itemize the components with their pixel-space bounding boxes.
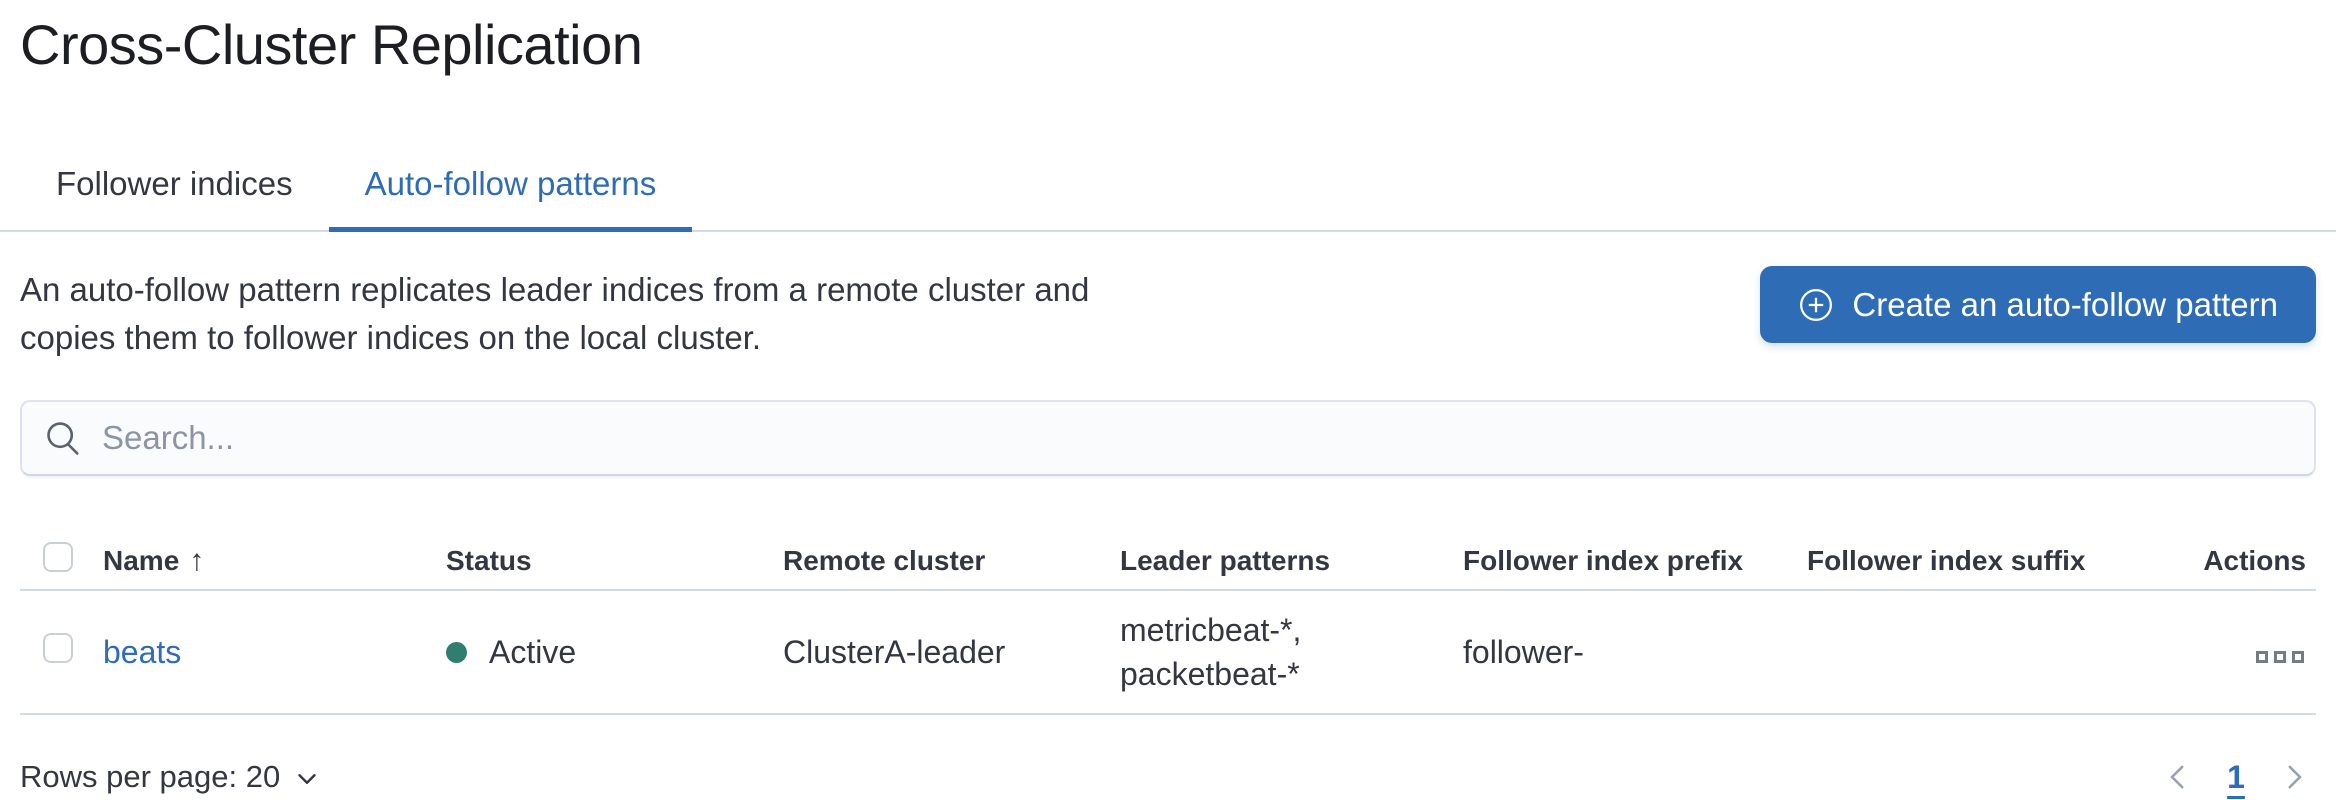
- row-actions-button boxes-horizontal-icon[interactable]: [2254, 645, 2306, 669]
- rows-per-page-button[interactable]: Rows per page: 20: [20, 751, 322, 800]
- column-header-actions: Actions: [2203, 544, 2306, 576]
- page-title: Cross-Cluster Replication: [20, 13, 643, 76]
- create-auto-follow-pattern-button[interactable]: Create an auto-follow pattern: [1760, 266, 2316, 343]
- column-header-follower-index-suffix: Follower index suffix: [1807, 544, 2086, 576]
- tab-bar: Follower indices Auto-follow patterns: [0, 140, 2336, 232]
- search-icon: [44, 419, 82, 457]
- table-header-row: Name ↑ Status Remote cluster Leader patte…: [20, 532, 2316, 591]
- page-1-button[interactable]: 1: [2214, 753, 2258, 800]
- plus-in-circle-icon: [1798, 287, 1834, 323]
- column-header-leader-patterns: Leader patterns: [1120, 544, 1331, 576]
- auto-follow-patterns-table: Name ↑ Status Remote cluster Leader patte…: [0, 532, 2336, 715]
- cell-actions: [2144, 634, 2316, 671]
- select-all-checkbox[interactable]: [43, 542, 73, 572]
- rows-per-page-label: Rows per page: 20: [20, 759, 281, 794]
- page-description: An auto-follow pattern replicates leader…: [20, 271, 1090, 356]
- previous-page-button chevron-left-icon[interactable]: [2156, 753, 2200, 800]
- cell-leader-patterns: metricbeat-*, packetbeat-*: [1120, 612, 1302, 692]
- row-checkbox[interactable]: [43, 633, 73, 663]
- next-page-button chevron-right-icon[interactable]: [2272, 753, 2316, 800]
- pagination: 1: [2156, 753, 2316, 800]
- row-select-cell: [20, 633, 95, 671]
- column-header-status: Status: [446, 544, 532, 576]
- sort-ascending-arrow-icon: ↑: [189, 543, 205, 577]
- tab-auto-follow-patterns[interactable]: Auto-follow patterns: [328, 140, 693, 232]
- pattern-name-link[interactable]: beats: [103, 633, 182, 670]
- cell-follower-index-prefix: follower-: [1463, 633, 1584, 670]
- column-header-remote-cluster: Remote cluster: [783, 544, 986, 576]
- column-header-name[interactable]: Name ↑: [95, 544, 438, 578]
- status-label: Active: [489, 633, 577, 670]
- search-input[interactable]: [102, 419, 2292, 457]
- cell-name: beats: [95, 634, 438, 671]
- select-all-cell: [20, 542, 95, 579]
- search-bar: [20, 400, 2316, 476]
- intro-section: An auto-follow pattern replicates leader…: [0, 266, 2336, 362]
- column-header-name-label: Name: [103, 544, 180, 576]
- create-button-label: Create an auto-follow pattern: [1852, 285, 2278, 323]
- chevron-down-icon: [292, 760, 322, 794]
- table-footer: Rows per page: 20 1: [0, 751, 2336, 800]
- tab-follower-indices[interactable]: Follower indices: [56, 165, 293, 202]
- column-header-follower-index-prefix: Follower index prefix: [1463, 544, 1744, 576]
- status-active-dot-icon: [446, 641, 467, 663]
- cell-remote-cluster: ClusterA-leader: [783, 633, 1006, 670]
- cell-status: Active: [438, 634, 775, 671]
- table-row: beats Active ClusterA-leader metricbeat-…: [20, 591, 2316, 715]
